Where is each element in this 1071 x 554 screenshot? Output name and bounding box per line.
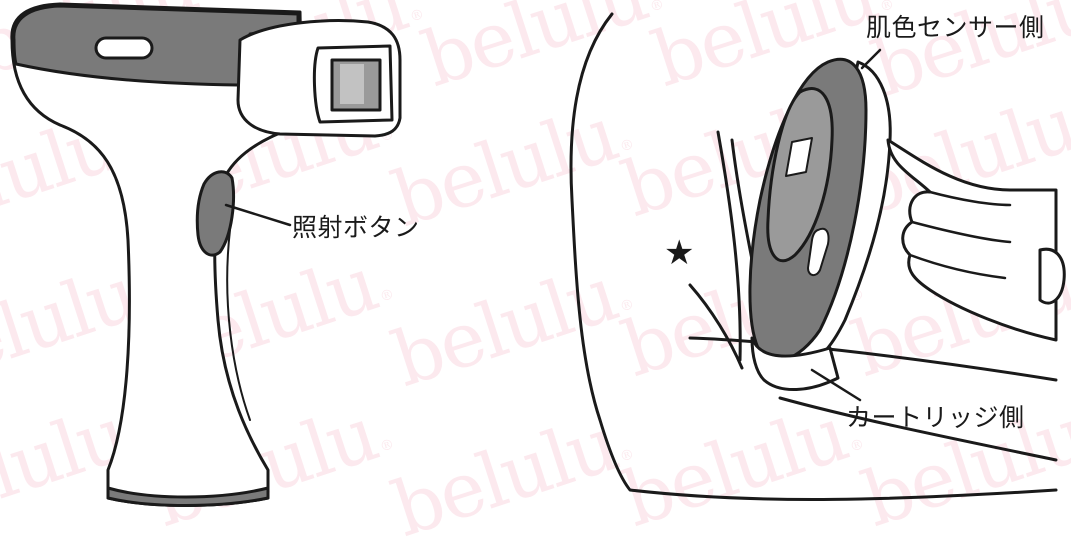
star-marker: ★ bbox=[664, 233, 695, 273]
device-handle-line bbox=[226, 229, 251, 421]
hand-thumb bbox=[1038, 247, 1066, 305]
device-sensor-window bbox=[785, 137, 813, 177]
label-skin-sensor-side: 肌色センサー側 bbox=[866, 13, 1045, 42]
hand bbox=[886, 138, 1058, 342]
device-slot bbox=[94, 36, 154, 60]
armpit-line-2 bbox=[716, 130, 742, 362]
label-fire-button: 照射ボタン bbox=[292, 213, 420, 242]
hand-finger-line-2 bbox=[910, 220, 1012, 244]
device-top-panel bbox=[12, 4, 300, 87]
usage-illustration bbox=[569, 12, 1066, 501]
torso-outline bbox=[569, 12, 1058, 501]
sensor-leader-line bbox=[860, 48, 882, 70]
hand-finger-line-1 bbox=[928, 190, 1012, 207]
device-base bbox=[106, 486, 270, 507]
arm-line bbox=[688, 336, 1058, 382]
armpit-line-1 bbox=[688, 283, 744, 370]
device-fire-button bbox=[195, 170, 235, 257]
arm-lower-line bbox=[778, 396, 1058, 462]
fire-button-leader-line bbox=[224, 203, 292, 227]
illustration-svg bbox=[10, 2, 1066, 507]
label-cartridge-side: カートリッジ側 bbox=[846, 403, 1025, 432]
cartridge-leader-line bbox=[810, 368, 862, 402]
device-face-slot bbox=[807, 227, 830, 276]
device-window-inner bbox=[340, 64, 364, 104]
hand-finger-line-3 bbox=[908, 253, 1007, 280]
device-cartridge bbox=[750, 336, 840, 391]
device-lens-ring bbox=[766, 87, 834, 263]
device-illustration bbox=[10, 2, 402, 507]
